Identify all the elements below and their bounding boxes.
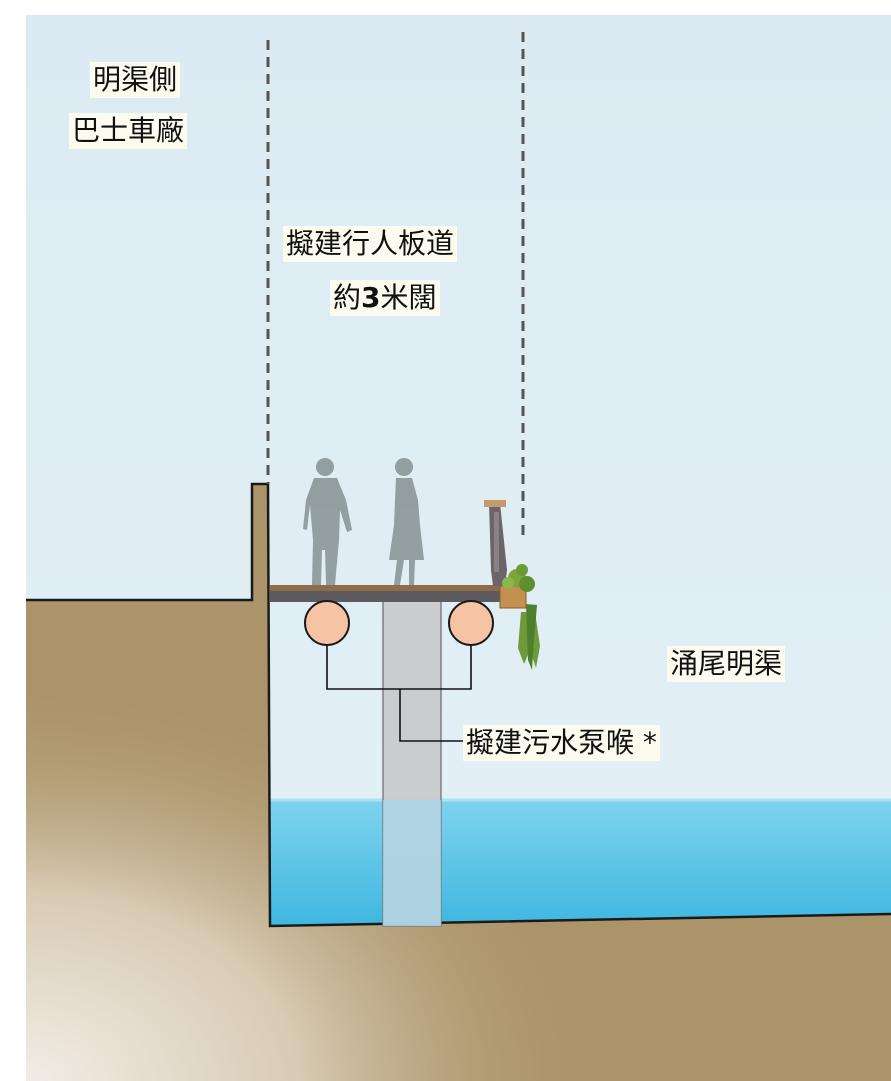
sewage-pipe-label: 擬建污水泵喉 * xyxy=(463,725,660,761)
boardwalk-width-prefix: 約 xyxy=(333,281,362,314)
bus-depot-label-line1: 明渠側 xyxy=(90,62,181,98)
bus-depot-label-line2: 巴士車廠 xyxy=(69,113,188,149)
channel-water xyxy=(270,800,891,926)
sewage-pipe-right xyxy=(448,600,494,646)
pedestrian-silhouette-icon xyxy=(303,458,424,585)
plant-planter-icon xyxy=(499,564,540,670)
ground-outline xyxy=(26,482,891,928)
boardwalk-width-suffix: 米闊 xyxy=(380,281,437,314)
boardwalk-label-line1: 擬建行人板道 xyxy=(283,226,458,262)
ground-soil-fade xyxy=(26,484,891,1081)
boardwalk-label-line2: 約3米闊 xyxy=(330,280,440,316)
boardwalk-width-number: 3 xyxy=(361,281,381,314)
railing-icon xyxy=(484,500,507,586)
pipe-leader-line xyxy=(399,689,463,742)
sewage-pipe-left xyxy=(304,600,350,646)
pipe-leader-bracket xyxy=(326,645,472,690)
channel-label: 涌尾明渠 xyxy=(667,646,786,682)
boardwalk-deck-top xyxy=(270,585,505,591)
support-pier-underwater xyxy=(383,800,441,926)
boardwalk-deck-structure xyxy=(270,591,505,602)
